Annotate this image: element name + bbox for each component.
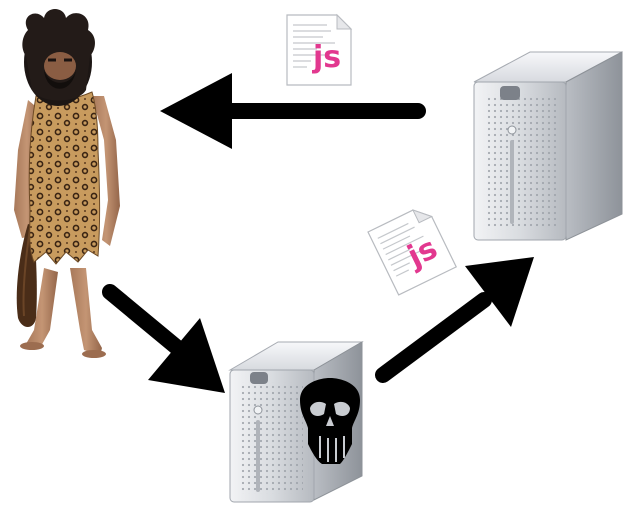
malicious-server-icon — [228, 341, 364, 503]
arrow-malicious-to-web-server — [375, 257, 534, 383]
js-file-icon: js — [286, 13, 353, 86]
js-file-icon: js — [367, 209, 458, 296]
skull-icon — [300, 378, 360, 464]
caveman-figure-icon — [14, 9, 120, 358]
server-tower-icon — [473, 51, 623, 241]
arrow-caveman-to-malicious-server — [102, 284, 225, 393]
arrow-server-to-caveman — [160, 73, 426, 149]
js-file-label: js — [312, 40, 341, 75]
